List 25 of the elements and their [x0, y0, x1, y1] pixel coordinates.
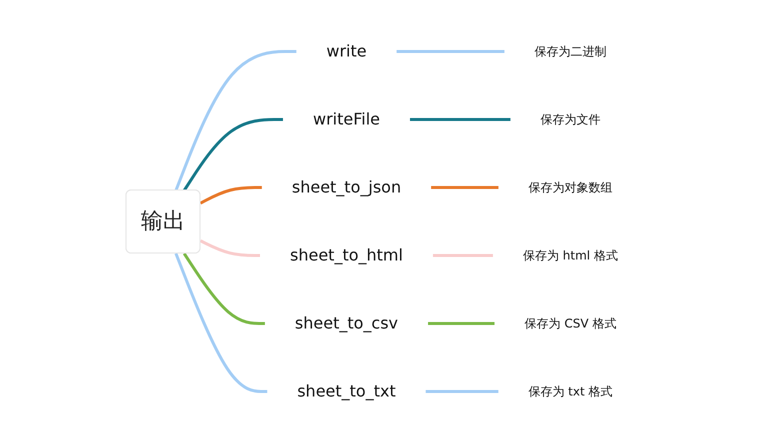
connector	[426, 390, 498, 393]
connector	[396, 50, 504, 53]
node-text: 保存为二进制	[534, 44, 606, 58]
node-text: sheet_to_html	[290, 246, 403, 264]
node-text: writeFile	[313, 110, 380, 128]
connector	[174, 50, 296, 192]
connector	[182, 118, 283, 192]
connector	[410, 118, 510, 121]
node-text: 保存为 CSV 格式	[524, 316, 616, 330]
node-text: 保存为对象数组	[528, 180, 612, 194]
node-text: sheet_to_json	[292, 178, 402, 196]
connector	[432, 254, 493, 257]
node-text: 输出	[141, 209, 186, 234]
node-text: 保存为 txt 格式	[528, 384, 613, 398]
node-text: 保存为文件	[540, 112, 600, 126]
node-text: 保存为 html 格式	[522, 248, 618, 262]
connector	[200, 186, 262, 205]
connector	[200, 239, 260, 257]
connector	[174, 252, 268, 393]
connector	[428, 322, 495, 325]
connector	[431, 186, 498, 189]
node-text: sheet_to_txt	[297, 382, 396, 400]
node-text: write	[326, 42, 367, 60]
node-text: sheet_to_csv	[294, 314, 398, 332]
connector	[182, 252, 265, 325]
